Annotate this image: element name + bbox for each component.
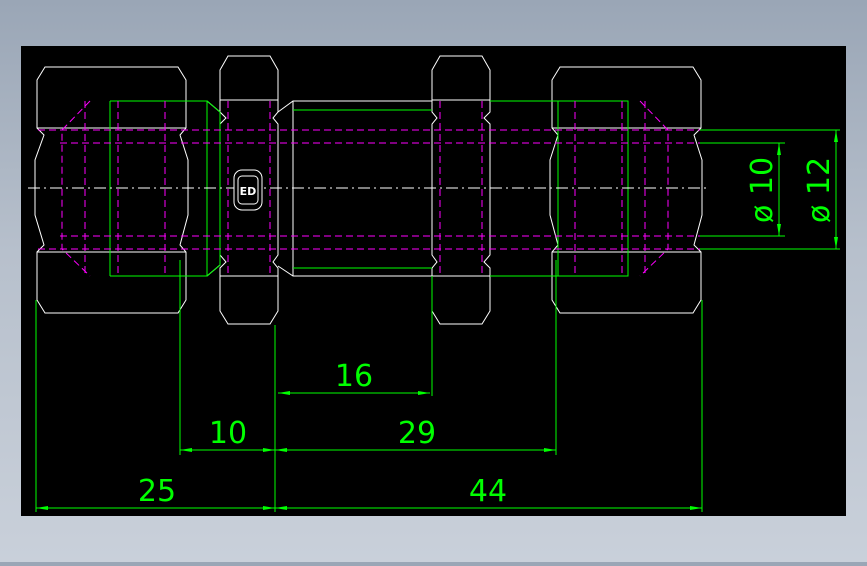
arrow-dia12-top bbox=[834, 130, 838, 142]
arrow-16-left bbox=[278, 391, 290, 395]
dimension-labels: 16 10 29 25 44 ø 10 ø 12 bbox=[138, 157, 837, 509]
dim-25-label: 25 bbox=[138, 474, 176, 509]
dim-10-label: 10 bbox=[209, 416, 247, 451]
dim-44-label: 44 bbox=[469, 474, 507, 509]
arrow-29-right bbox=[544, 448, 556, 452]
dim-dia12-label: ø 12 bbox=[802, 157, 837, 223]
body-hex-right bbox=[431, 55, 491, 325]
logo: ED bbox=[233, 169, 263, 211]
arrow-10-left bbox=[180, 448, 192, 452]
arrow-29-left bbox=[275, 448, 287, 452]
arrow-dia12-bottom bbox=[834, 237, 838, 249]
hidden-lines bbox=[38, 100, 720, 277]
arrow-16-right bbox=[418, 391, 430, 395]
logo-text: ED bbox=[240, 185, 257, 198]
right-cone-hidden bbox=[639, 100, 669, 277]
arrow-25-left bbox=[36, 506, 48, 510]
logo-frame bbox=[233, 169, 263, 211]
dimension-lines bbox=[35, 129, 840, 512]
arrow-25-right bbox=[263, 506, 275, 510]
drawing-canvas bbox=[21, 46, 846, 516]
arrow-44-right bbox=[690, 506, 702, 510]
dim-29-label: 29 bbox=[398, 416, 436, 451]
arrow-dia10-bottom bbox=[777, 224, 781, 236]
dim-16-label: 16 bbox=[335, 359, 373, 394]
arrow-10-right bbox=[263, 448, 275, 452]
left-cone-hidden bbox=[61, 100, 91, 277]
logo-inner-frame bbox=[237, 175, 259, 205]
arrow-44-left bbox=[275, 506, 287, 510]
dimension-arrows bbox=[36, 130, 838, 510]
dim-dia10-label: ø 10 bbox=[745, 157, 780, 223]
arrow-dia10-top bbox=[777, 143, 781, 155]
body-hex-left bbox=[219, 55, 279, 325]
